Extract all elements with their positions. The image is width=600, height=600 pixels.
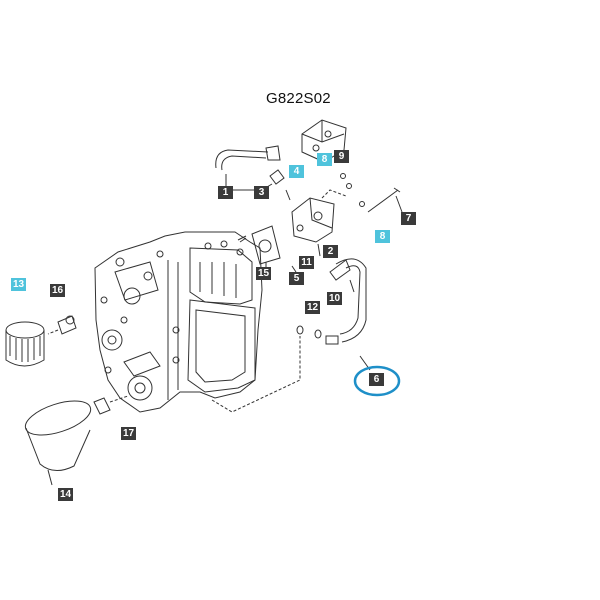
oil-filter-small <box>5 321 45 367</box>
transmission-housing <box>94 231 263 413</box>
highlight-ring <box>353 365 401 397</box>
callout-15[interactable]: 15 <box>256 267 272 280</box>
callout-6[interactable]: 6 <box>369 373 384 386</box>
washer-9b <box>346 183 352 189</box>
callout-11[interactable]: 11 <box>299 256 314 269</box>
callout-17[interactable]: 17 <box>121 427 137 440</box>
callout-10[interactable]: 10 <box>327 292 343 305</box>
fitting-3 <box>269 169 285 185</box>
pin-10 <box>349 279 355 293</box>
callout-7[interactable]: 7 <box>401 212 416 225</box>
hose-6 <box>329 258 367 343</box>
o-ring-12b <box>314 329 322 339</box>
diagram-code: G822S02 <box>266 90 331 107</box>
o-ring-12a <box>296 325 304 335</box>
pump-body <box>291 197 335 243</box>
callout-5[interactable]: 5 <box>289 272 304 285</box>
fitting-16 <box>57 315 77 335</box>
callout-1[interactable]: 1 <box>218 186 233 199</box>
washer-8b <box>359 201 365 207</box>
gasket-5 <box>251 225 281 265</box>
bolt-7 <box>367 187 401 213</box>
callout-16[interactable]: 16 <box>50 284 66 297</box>
pin-15 <box>237 235 247 241</box>
callout-14[interactable]: 14 <box>58 488 74 501</box>
callout-9[interactable]: 9 <box>334 150 349 163</box>
callout-8-bolt[interactable]: 8 <box>375 230 390 243</box>
oil-filter-large <box>24 400 92 486</box>
callout-13[interactable]: 13 <box>11 278 27 291</box>
callout-12[interactable]: 12 <box>305 301 321 314</box>
callout-3[interactable]: 3 <box>254 186 269 199</box>
fitting-17 <box>93 397 111 415</box>
callout-2[interactable]: 2 <box>323 245 338 258</box>
callout-4[interactable]: 4 <box>289 165 304 178</box>
callout-8-valve[interactable]: 8 <box>317 153 332 166</box>
pipe-1 <box>215 145 281 171</box>
washer-9a <box>340 173 346 179</box>
